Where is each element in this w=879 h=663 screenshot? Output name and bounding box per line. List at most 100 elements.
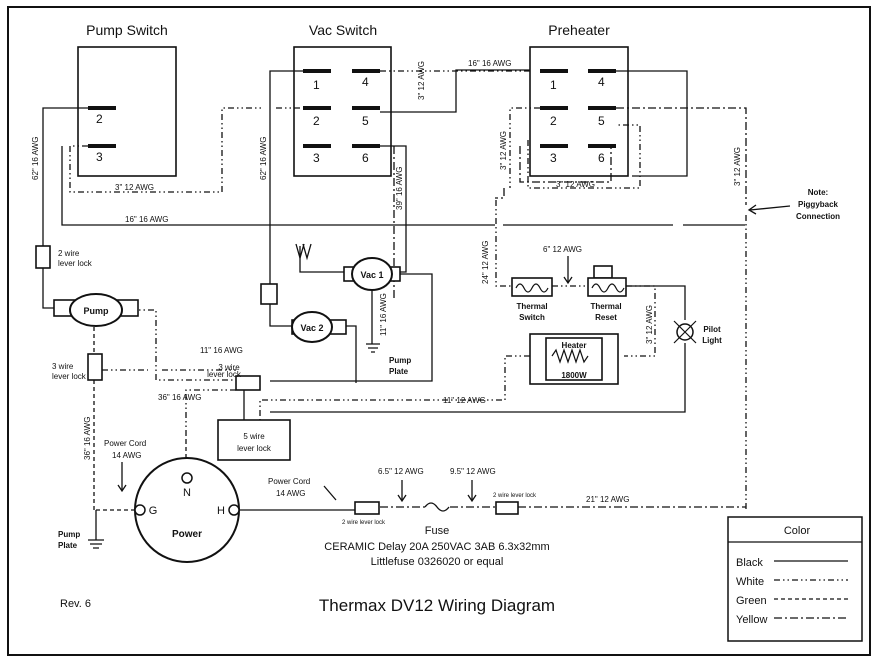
diagram-title: Thermax DV12 Wiring Diagram xyxy=(319,596,555,615)
vac-pin-6: 6 xyxy=(362,151,369,165)
cord-right-arrow-icon xyxy=(323,485,337,501)
label-3-12-heater: 3" 12 AWG xyxy=(645,305,654,344)
preheater-pin-6: 6 xyxy=(598,151,605,165)
pilot-label-2: Light xyxy=(702,336,722,345)
cord-left-label-2: 14 AWG xyxy=(112,451,142,460)
note-label-3: Connection xyxy=(796,212,840,221)
label-62-pump: 62" 16 AWG xyxy=(31,137,40,180)
label-36-top: 36" 16 AWG xyxy=(158,393,201,402)
label-62-vac: 62" 16 AWG xyxy=(259,137,268,180)
vac1-label: Vac 1 xyxy=(360,270,383,280)
note-arrow-icon xyxy=(747,204,791,215)
thermal-reset-label-2: Reset xyxy=(595,313,617,322)
page-border xyxy=(7,6,871,656)
vac-pin-5: 5 xyxy=(362,114,369,128)
fuse-title: Fuse xyxy=(425,525,449,537)
two-wire-label-2: lever lock xyxy=(58,259,93,268)
heater-label-1: Heater xyxy=(562,341,587,350)
label-11-12: 11" 12 AWG xyxy=(443,396,486,405)
label-9-5: 9.5" 12 AWG xyxy=(450,467,496,476)
label-24: 24" 12 AWG xyxy=(481,241,490,284)
vac-pin-1: 1 xyxy=(313,78,320,92)
heater-label-2: 1800W xyxy=(561,371,587,380)
label-16-mid: 16" 16 AWG xyxy=(125,215,168,224)
revision: Rev. 6 xyxy=(60,598,91,610)
label-3-12-pre-right: 3" 12 AWG xyxy=(733,147,742,186)
legend-black: Black xyxy=(736,557,763,569)
wires xyxy=(42,69,747,549)
piggyback-fork-icon xyxy=(295,243,312,261)
label-21: 21" 12 AWG xyxy=(586,495,629,504)
cord-right-label-2: 14 AWG xyxy=(276,489,306,498)
legend-title: Color xyxy=(784,525,811,537)
vac-switch: 1 4 2 5 3 6 xyxy=(293,46,392,177)
power-pin-n: N xyxy=(183,487,191,499)
cord-left-label-1: Power Cord xyxy=(104,439,146,448)
two-wire-label-1: 2 wire xyxy=(58,249,80,258)
thermal-switch-label-2: Switch xyxy=(519,313,545,322)
pump-motor: Pump xyxy=(53,293,139,327)
three-wire-label-1: 3 wire xyxy=(52,362,74,371)
arrow-6-5-icon xyxy=(397,480,407,503)
pump-plate-bottom-label-1: Pump xyxy=(58,530,80,539)
vac2-motor: Vac 2 xyxy=(291,311,347,343)
three-wire-lever-lock-mid xyxy=(235,375,261,391)
three-wire-label-2: lever lock xyxy=(52,372,87,381)
thermal-switch: Thermal Switch xyxy=(511,277,553,322)
label-11-vac2: 11" 16 AWG xyxy=(200,346,243,355)
vac1-motor: Vac 1 xyxy=(343,257,401,291)
three-wire-lever-lock-left xyxy=(87,353,103,381)
pump-label: Pump xyxy=(83,306,109,316)
pump-plate-label-2: Plate xyxy=(389,367,409,376)
color-legend: Color Black White Green Yellow xyxy=(727,516,863,642)
label-36-side: 36" 16 AWG xyxy=(83,417,92,460)
preheater-title: Preheater xyxy=(548,22,610,38)
two-wire-lever-lock-bottom xyxy=(354,501,380,515)
label-6: 6" 12 AWG xyxy=(543,245,582,254)
thermal-reset-label-1: Thermal xyxy=(590,302,621,311)
two-wire-lever-lock-bottom-2 xyxy=(495,501,519,515)
wire-labels: 62" 16 AWG 3" 12 AWG 62" 16 AWG 3" 12 AW… xyxy=(31,59,742,526)
vac-pin-4: 4 xyxy=(362,75,369,89)
three-wire-mid-label-2: lever lock xyxy=(207,370,242,379)
pump-plate-bottom-label-2: Plate xyxy=(58,541,78,550)
power-pin-g: G xyxy=(149,505,158,517)
pilot-light: Pilot Light xyxy=(673,320,722,345)
three-wire-mid-label-1: 3 wire xyxy=(218,363,240,372)
label-39: 39" 16 AWG xyxy=(395,167,404,210)
heater: Heater 1800W xyxy=(529,333,619,385)
two-wire-bottom-label-2: 2 wire lever lock xyxy=(493,493,537,499)
vac-pin-3: 3 xyxy=(313,151,320,165)
label-3-12-pre-bottom: 3" 12 AWG xyxy=(556,180,595,189)
two-wire-bottom-label: 2 wire lever lock xyxy=(342,520,386,526)
arrow-9-5-icon xyxy=(467,480,477,503)
power-pin-h: H xyxy=(217,505,225,517)
two-wire-lever-lock-left xyxy=(35,245,51,269)
five-wire-lever-lock xyxy=(217,419,291,461)
note-label-1: Note: xyxy=(808,188,828,197)
pilot-label-1: Pilot xyxy=(703,325,721,334)
legend-white: White xyxy=(736,576,764,588)
vac2-connector xyxy=(260,283,278,305)
pump-plate-label-1: Pump xyxy=(389,356,411,365)
label-3-12-pre-left: 3" 12 AWG xyxy=(499,131,508,170)
vac2-label: Vac 2 xyxy=(300,323,323,333)
preheater-pin-5: 5 xyxy=(598,114,605,128)
label-16-top: 16" 16 AWG xyxy=(468,59,511,68)
fuse-icon xyxy=(424,502,450,512)
six-inch-arrow-icon xyxy=(563,256,573,285)
pump-pin-2: 2 xyxy=(96,112,103,126)
five-wire-label-2: lever lock xyxy=(237,444,272,453)
preheater-pin-3: 3 xyxy=(550,151,557,165)
preheater-pin-2: 2 xyxy=(550,114,557,128)
preheater-switch: 1 4 2 5 3 6 xyxy=(529,46,629,177)
vac-switch-title: Vac Switch xyxy=(309,22,377,38)
five-wire-label-1: 5 wire xyxy=(243,432,265,441)
cord-left-arrow-icon xyxy=(117,462,127,493)
thermal-switch-label-1: Thermal xyxy=(516,302,547,311)
pump-pin-3: 3 xyxy=(96,150,103,164)
power-connector: N G H Power xyxy=(134,457,240,563)
vac-pin-2: 2 xyxy=(313,114,320,128)
